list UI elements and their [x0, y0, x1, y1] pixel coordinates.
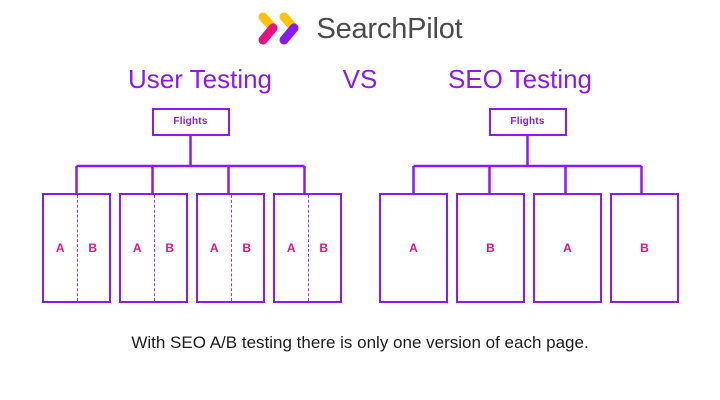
slide-caption: With SEO A/B testing there is only one v…: [131, 333, 589, 352]
variant-label: A: [409, 241, 418, 255]
heading-vs: VS: [342, 64, 378, 94]
page-box: B: [610, 193, 679, 303]
variant-label: A: [132, 241, 142, 255]
root-node-label: Flights: [510, 116, 545, 127]
variant-divider: [153, 195, 155, 301]
heading-seo-testing: SEO Testing: [447, 64, 593, 94]
root-node-label: Flights: [173, 116, 208, 127]
connector-lines: [75, 136, 306, 193]
variant-label: B: [242, 241, 252, 255]
variant-label: A: [286, 241, 296, 255]
variant-label: B: [486, 241, 495, 255]
variant-label: B: [640, 241, 649, 255]
page-box: A: [533, 193, 602, 303]
variant-label: B: [319, 241, 329, 255]
page-box: A B: [196, 193, 265, 303]
root-node-flights: Flights: [488, 108, 567, 136]
variant-label: A: [209, 241, 219, 255]
page-row: A B A B A B A B: [42, 193, 342, 303]
variant-label: A: [563, 241, 572, 255]
page-box: A B: [119, 193, 188, 303]
diagram-user-testing: Flights A B A B: [38, 100, 343, 310]
variant-divider: [307, 195, 309, 301]
variant-divider: [230, 195, 232, 301]
brand-wordmark: SearchPilot: [316, 12, 463, 45]
variant-label: B: [88, 241, 98, 255]
variant-label: A: [55, 241, 65, 255]
brand-logo: SearchPilot: [0, 8, 720, 50]
page-box: A B: [273, 193, 342, 303]
page-box: B: [456, 193, 525, 303]
variant-divider: [76, 195, 78, 301]
variant-label: B: [165, 241, 175, 255]
diagram-seo-testing: Flights A B A B: [375, 100, 680, 310]
page-row: A B A B: [379, 193, 679, 303]
double-chevron-icon: [257, 11, 307, 47]
page-box: A B: [42, 193, 111, 303]
root-node-flights: Flights: [151, 108, 230, 136]
heading-user-testing: User Testing: [127, 64, 273, 94]
page-box: A: [379, 193, 448, 303]
connector-lines: [412, 136, 643, 193]
